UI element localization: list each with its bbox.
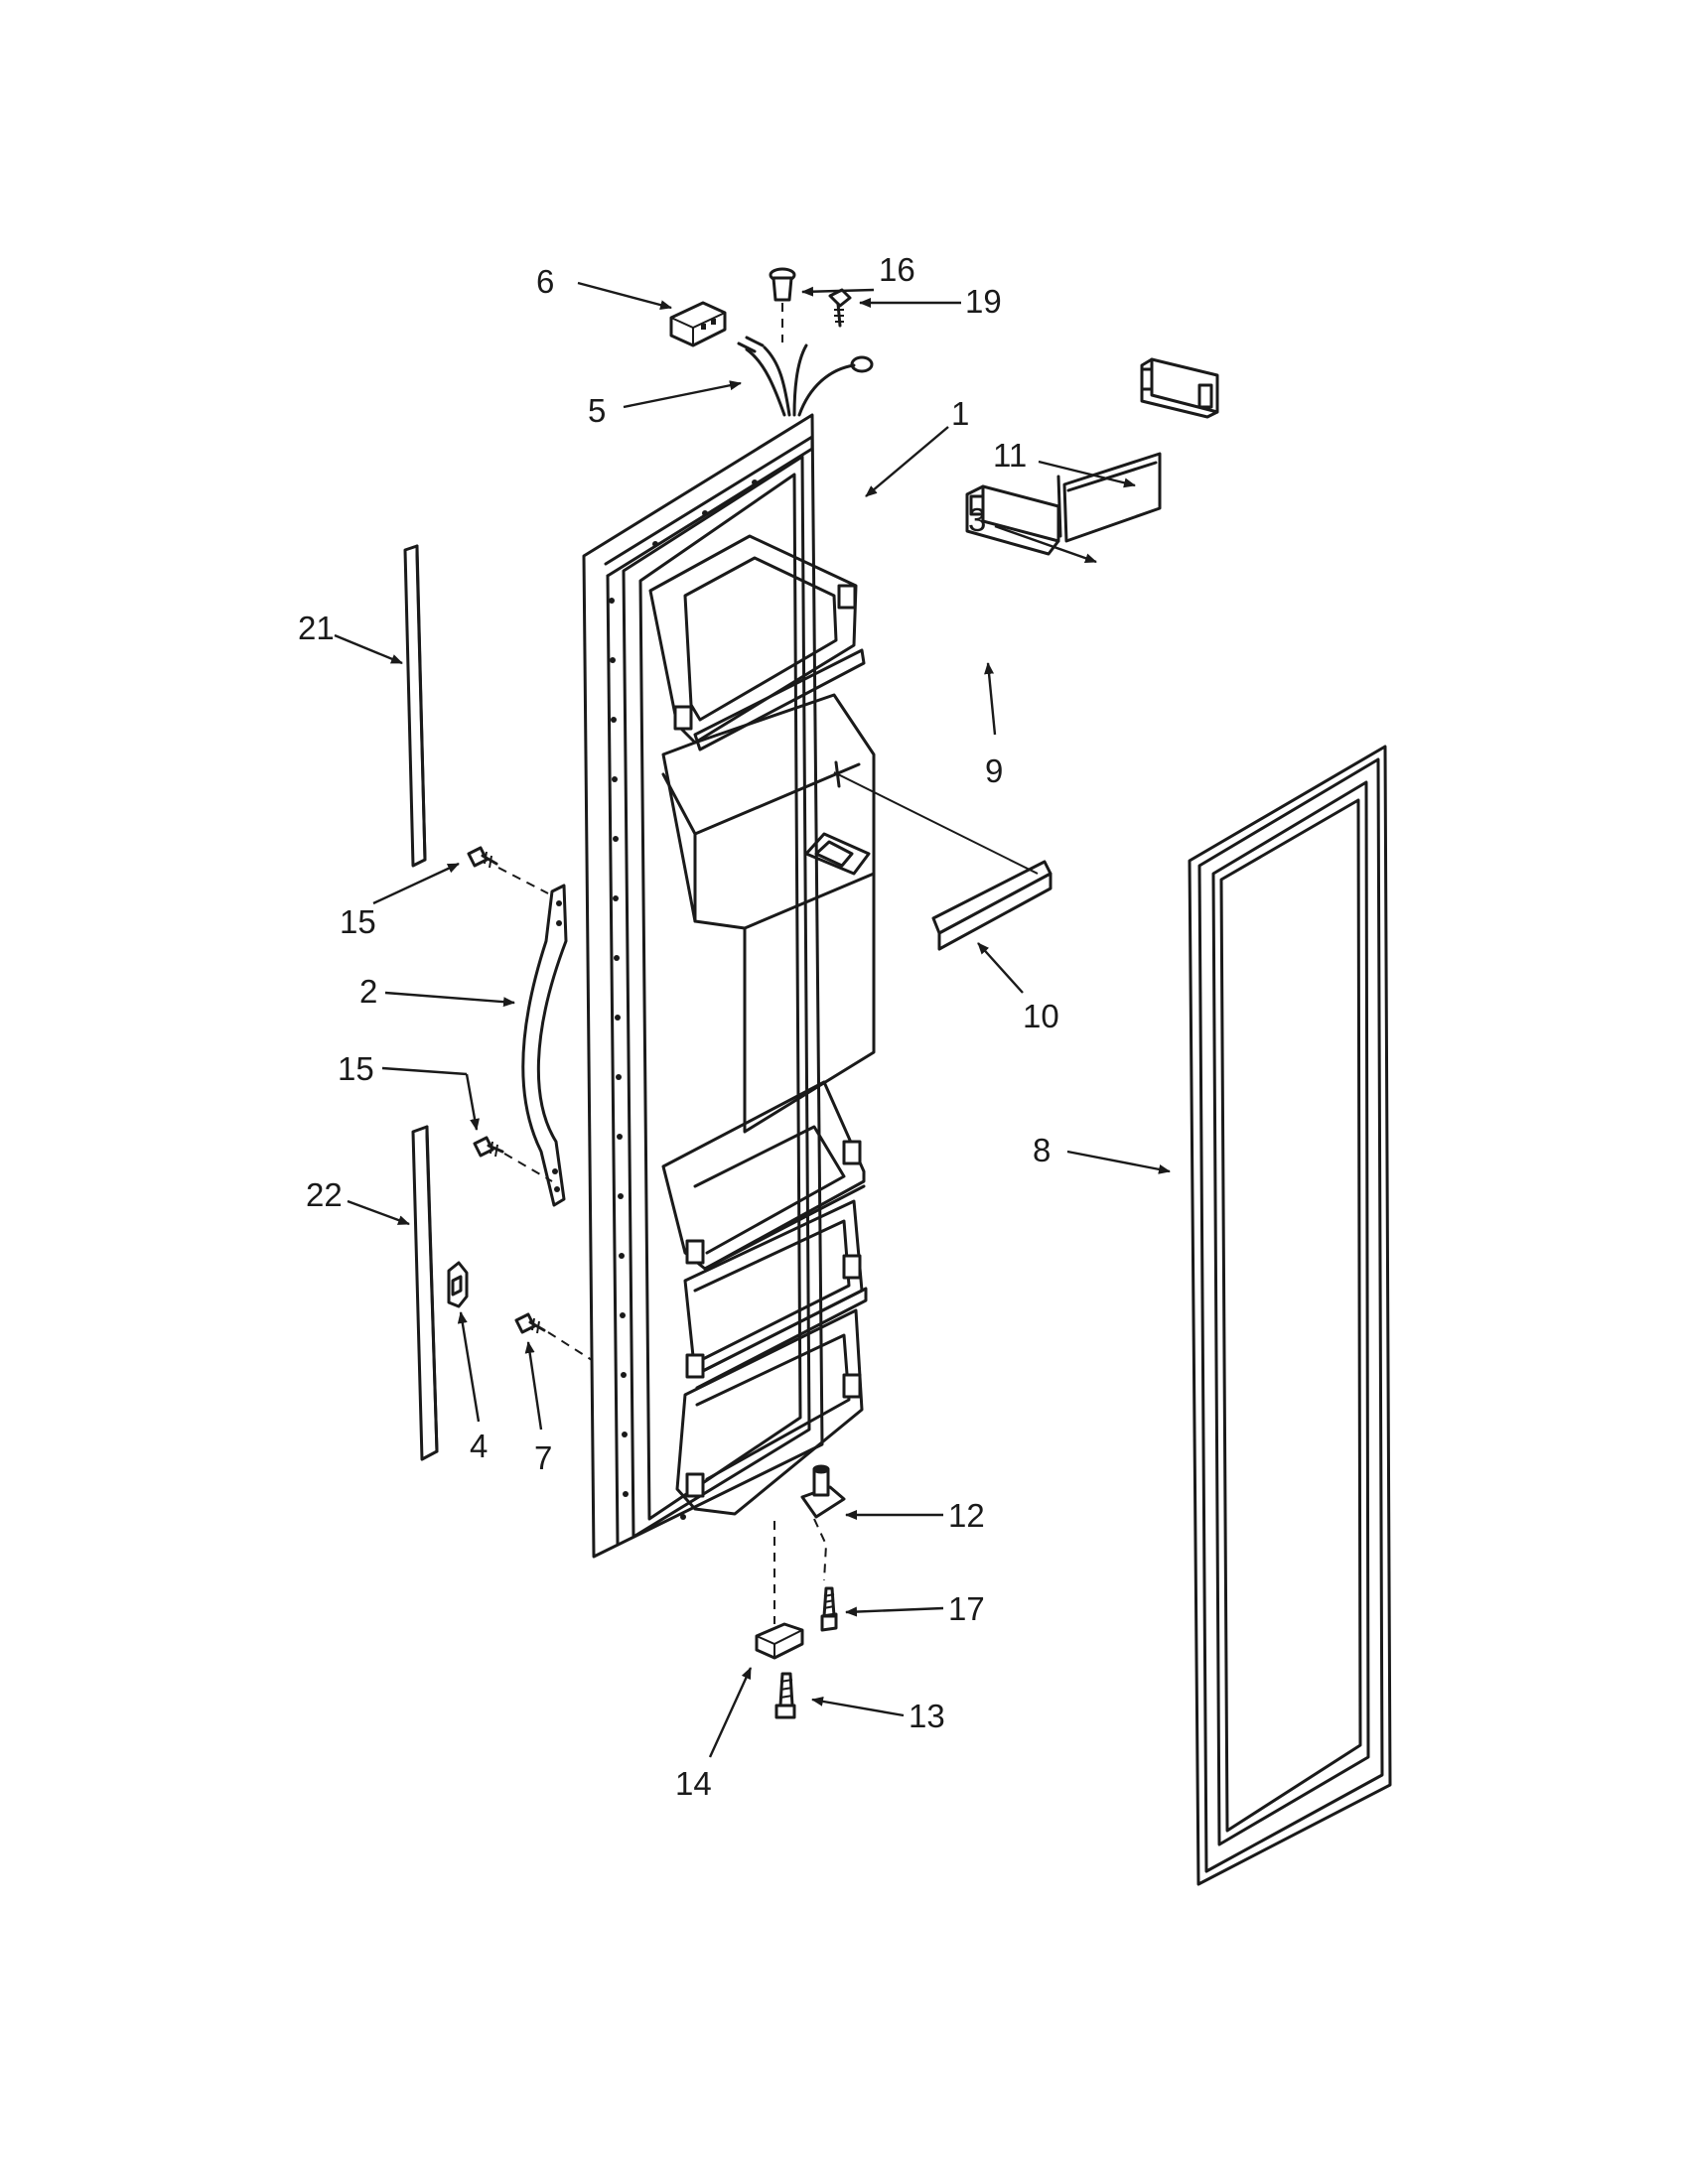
callout-3: 3 (968, 501, 986, 538)
gasket-8-part (1188, 745, 1392, 1886)
callout-15-upper: 15 (340, 903, 376, 940)
callout-12: 12 (948, 1497, 985, 1534)
plug-part (769, 267, 796, 342)
hinge-12-part (800, 1464, 846, 1581)
screw-7-part (514, 1312, 593, 1361)
callout-6: 6 (536, 263, 554, 300)
callout-7: 7 (534, 1439, 552, 1476)
door-liner-part (582, 413, 876, 1559)
hinge-14-part (755, 1521, 804, 1660)
shelf-front-3-part (1056, 452, 1162, 543)
callout-13: 13 (909, 1698, 945, 1734)
screw-19-part (828, 288, 852, 328)
leader-lines (334, 281, 1171, 1758)
callout-8: 8 (1033, 1132, 1051, 1168)
callout-17: 17 (948, 1590, 985, 1627)
callout-4: 4 (470, 1428, 488, 1464)
trim-22-part (411, 1125, 439, 1461)
callout-9: 9 (985, 752, 1003, 789)
wire-harness-part (737, 336, 874, 417)
callout-labels: 1 2 3 4 5 6 7 8 9 10 11 12 13 14 15 15 1… (298, 251, 1059, 1802)
rail-10-part (833, 771, 1052, 951)
callout-22: 22 (306, 1176, 343, 1213)
screw-15-upper-part (467, 846, 549, 894)
callout-19: 19 (965, 283, 1002, 320)
screw-13-part (774, 1672, 796, 1719)
callout-16: 16 (879, 251, 915, 288)
bracket-9-part (965, 484, 1060, 556)
connector-part (669, 301, 727, 347)
screw-15-lower-part (473, 1136, 553, 1182)
callout-11: 11 (993, 437, 1027, 474)
door-edge-holes (609, 479, 758, 1520)
callout-10: 10 (1023, 998, 1059, 1034)
callout-14: 14 (675, 1765, 712, 1802)
callout-1: 1 (951, 395, 969, 432)
callout-15-lower: 15 (338, 1050, 374, 1087)
callout-2: 2 (359, 973, 377, 1010)
clip-4-part (447, 1261, 469, 1308)
trim-21-part (403, 544, 427, 868)
bracket-11-part (1140, 357, 1219, 419)
screw-17-part (820, 1586, 838, 1632)
callout-5: 5 (588, 392, 606, 429)
callout-21: 21 (298, 610, 335, 646)
handle-2-part (521, 884, 568, 1207)
